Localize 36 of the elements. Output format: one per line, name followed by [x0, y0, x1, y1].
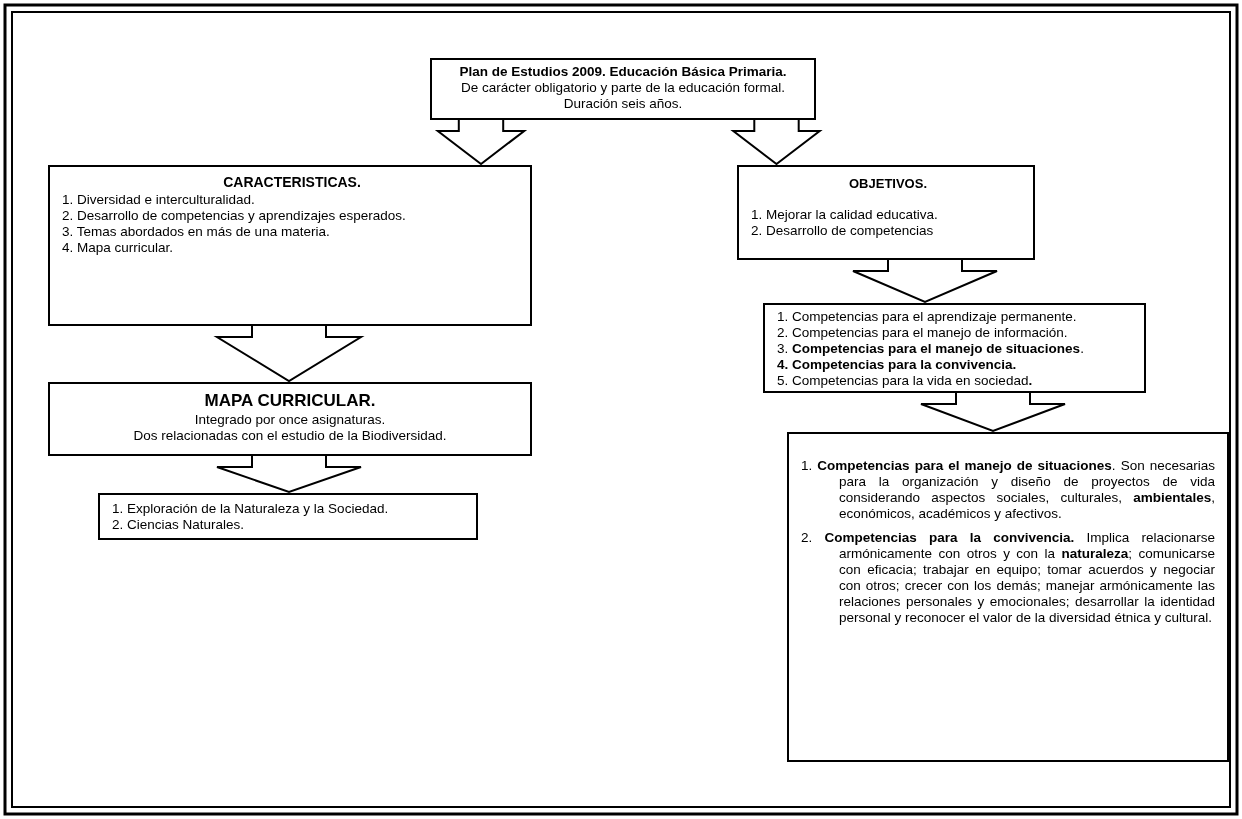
list-item: 3. Competencias para el manejo de situaciones.	[777, 341, 1085, 357]
text-box	[787, 432, 1229, 762]
body-text: Duración seis años.	[562, 96, 684, 112]
callout-arrow	[920, 392, 1066, 433]
callout-arrow	[434, 119, 528, 166]
list-item: 1. Competencias para el manejo de situaciones. Son necesarias para la organización y diseño de proyectos de vida considerando aspectos sociales, culturales, ambientales, económicos, académicos y afectivos.	[801, 458, 1215, 522]
list-item: 4. Mapa curricular.	[62, 240, 175, 256]
text-box	[48, 382, 532, 456]
text-box	[48, 165, 532, 326]
callout-arrow	[213, 325, 365, 383]
list-item: 1. Diversidad e interculturalidad.	[62, 192, 256, 208]
heading-text: MAPA CURRICULAR.	[203, 390, 377, 412]
list-item: 2. Desarrollo de competencias y aprendizajes esperados.	[62, 208, 407, 224]
body-text: De carácter obligatorio y parte de la educación formal.	[459, 80, 787, 96]
list-item: 2. Ciencias Naturales.	[112, 517, 246, 533]
text-box	[430, 58, 816, 120]
callout-arrow	[730, 119, 823, 166]
list-item: 4. Competencias para la convivencia.	[777, 357, 1018, 373]
callout-arrow	[852, 259, 998, 304]
heading-text: Plan de Estudios 2009. Educación Básica Primaria.	[458, 64, 788, 80]
body-text: Integrado por once asignaturas.	[193, 412, 387, 428]
heading-text: OBJETIVOS.	[848, 175, 928, 193]
list-item: 2. Competencias para la convivencia. Implica relacionarse armónicamente con otros y con la naturaleza; comunicarse con eficacia; trabajar en equipo; tomar acuerdos y negociar con otros; crecer con los demás; manejar armónicamente las relaciones personales y emocionales; desarrollar la identidad personal y reconocer el valor de la diversidad étnica y cultural.	[801, 530, 1215, 626]
list-item: 1. Exploración de la Naturaleza y la Sociedad.	[112, 501, 390, 517]
list-item: 2. Competencias para el manejo de información.	[777, 325, 1069, 341]
heading-text: CARACTERISTICAS.	[222, 173, 362, 192]
text-box	[737, 165, 1035, 260]
callout-arrow	[216, 455, 362, 494]
list-item: 3. Temas abordados en más de una materia.	[62, 224, 331, 240]
text-box	[98, 493, 478, 540]
body-text: Dos relacionadas con el estudio de la Biodiversidad.	[132, 428, 448, 444]
list-item: 2. Desarrollo de competencias	[751, 223, 935, 239]
list-item: 5. Competencias para la vida en sociedad.	[777, 373, 1034, 389]
list-item: 1. Competencias para el aprendizaje permanente.	[777, 309, 1078, 325]
list-item: 1. Mejorar la calidad educativa.	[751, 207, 939, 223]
text-box	[763, 303, 1146, 393]
